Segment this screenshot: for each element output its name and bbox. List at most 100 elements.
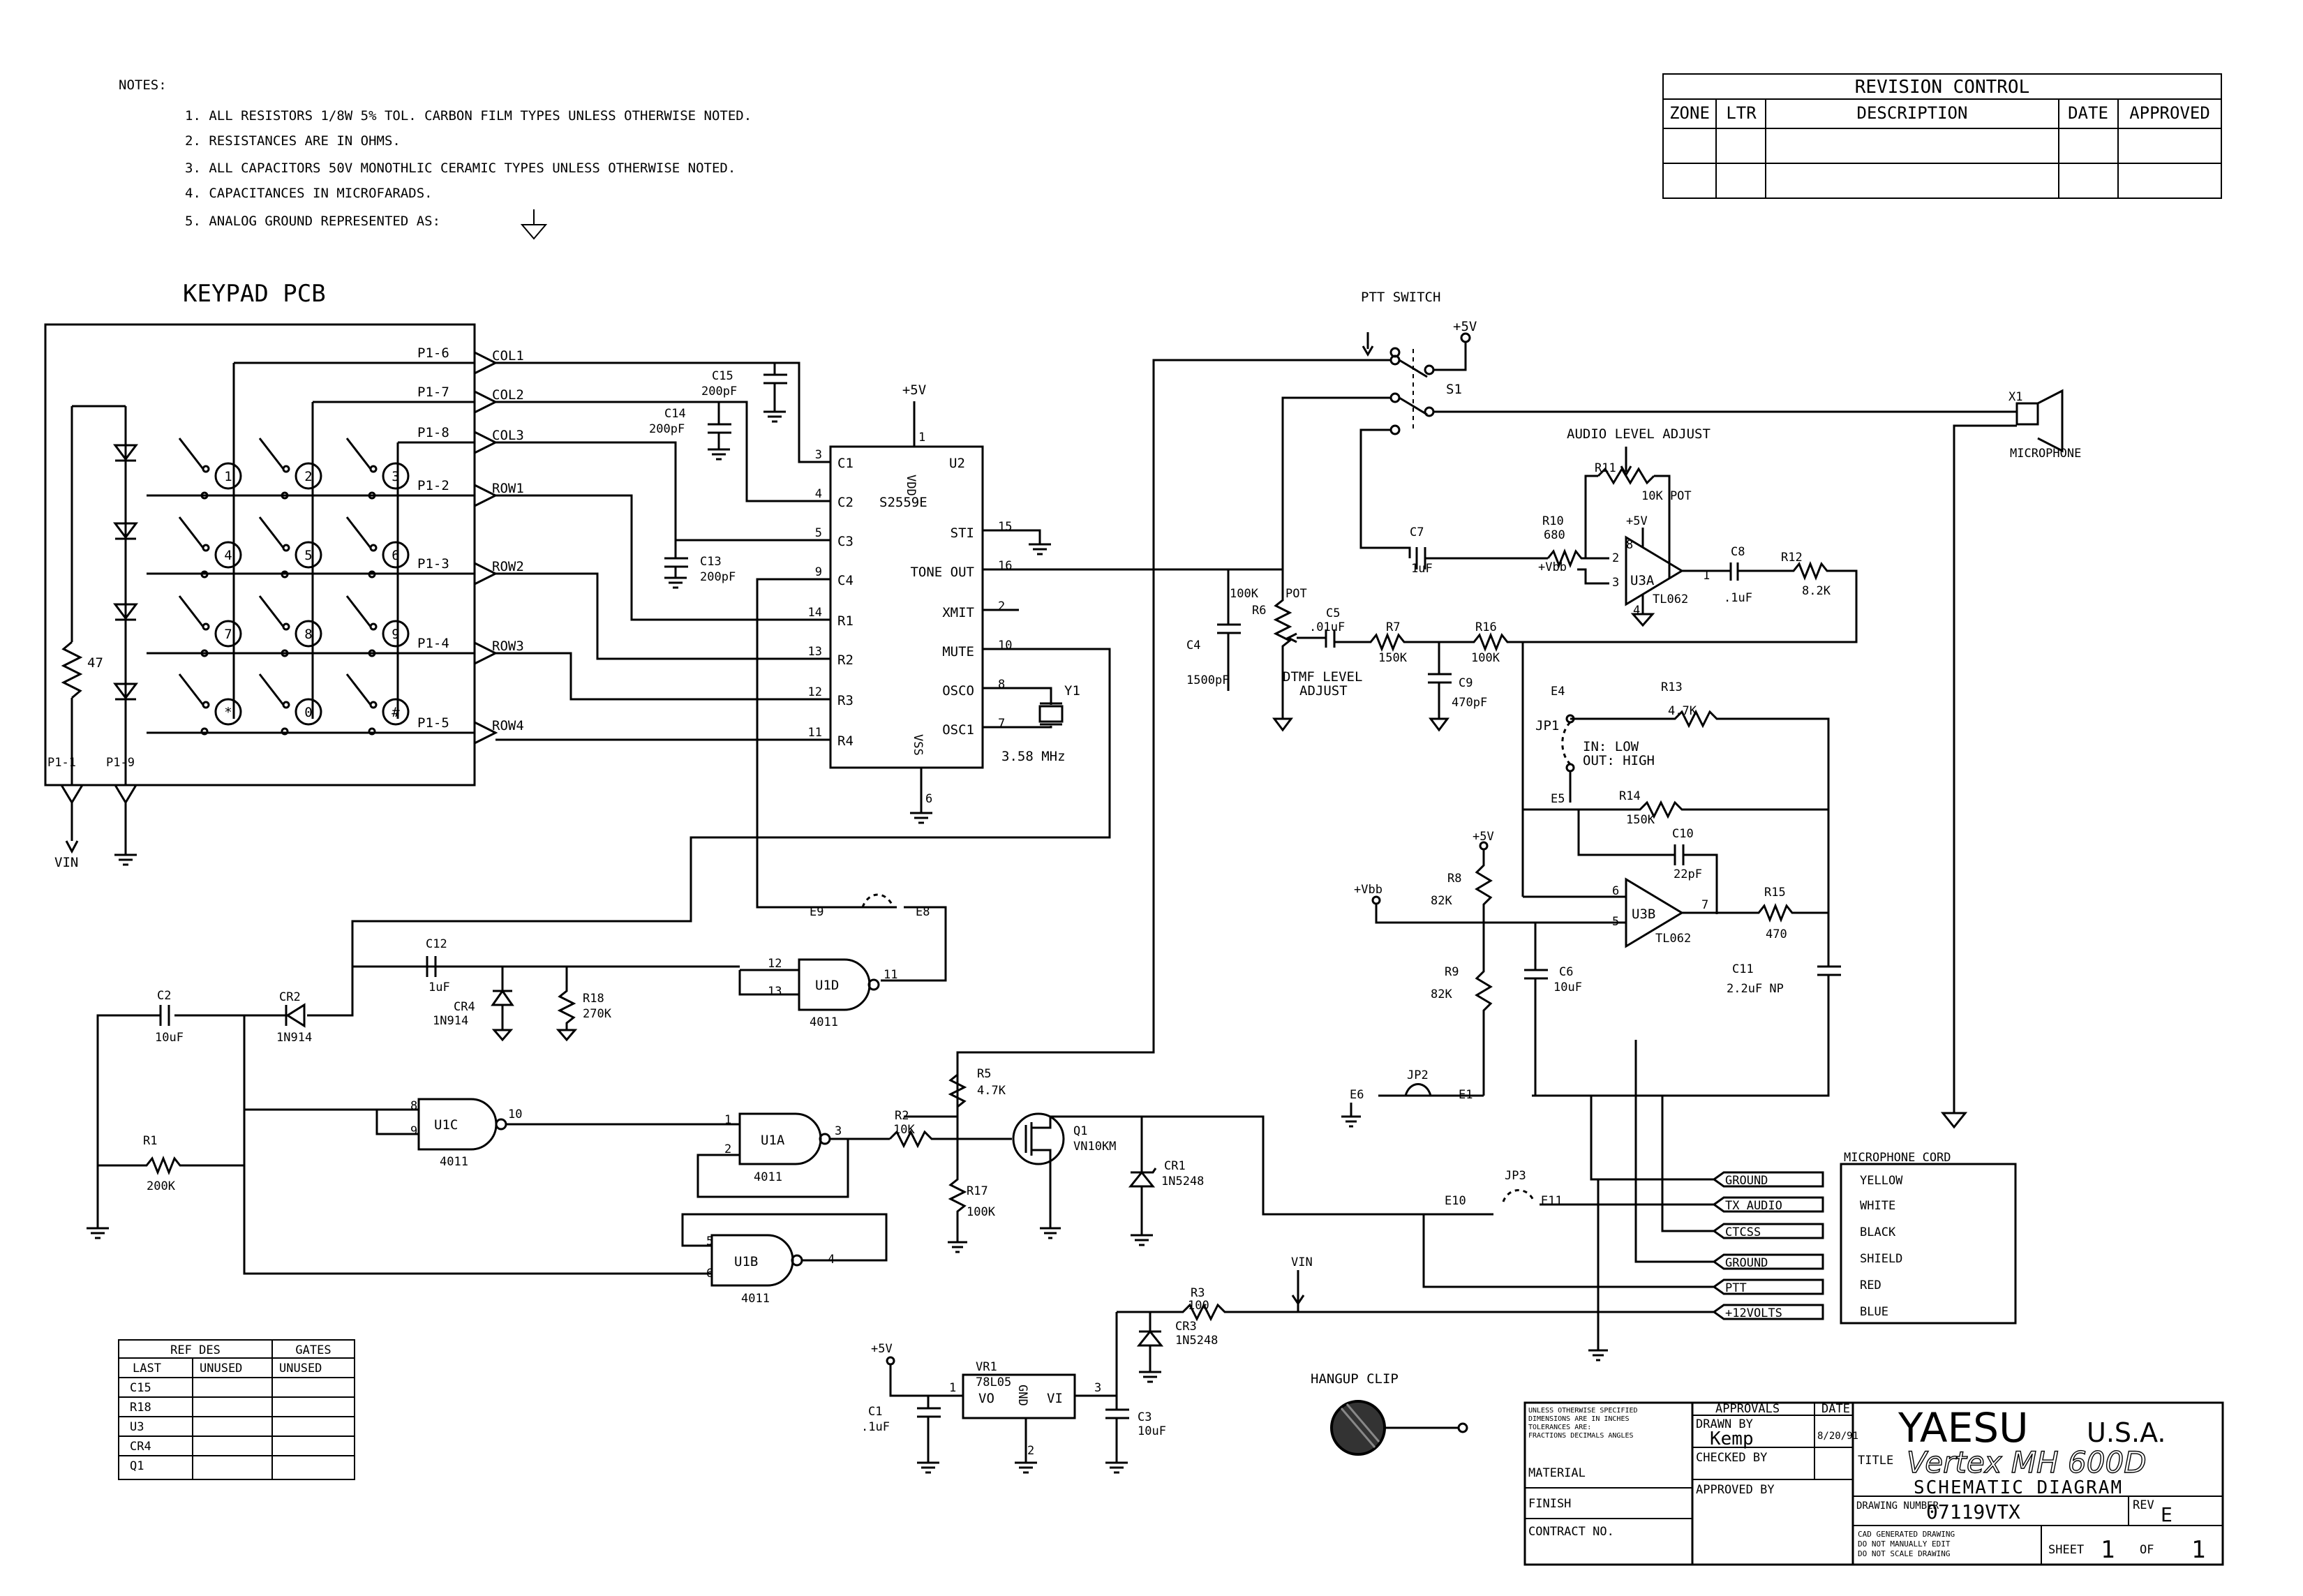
key-5: 5 (304, 548, 312, 563)
u2-osc0: OSCO (942, 683, 974, 699)
tb-finish: FINISH (1528, 1497, 1571, 1511)
tb-approved: APPROVED BY (1696, 1483, 1775, 1497)
c3-value: 10uF (1138, 1424, 1166, 1438)
c7-ref: C7 (1410, 525, 1424, 539)
u2-c2: C2 (837, 495, 854, 510)
c4-ref: C4 (1186, 639, 1200, 652)
tb-rev-label: REV (2133, 1498, 2154, 1512)
jp1-out-high: OUT: HIGH (1583, 753, 1655, 768)
u1c-out: 10 (508, 1107, 522, 1121)
tb-drawing-number: 07119VTX (1926, 1500, 2020, 1523)
tb-company: YAESU (1898, 1404, 2029, 1452)
q1-value: VN10KM (1073, 1140, 1116, 1154)
r14-value: 150K (1626, 813, 1655, 827)
hangup-label: HANGUP CLIP (1311, 1371, 1399, 1387)
r1-ref: R1 (143, 1134, 157, 1148)
r12-ref: R12 (1781, 551, 1803, 565)
u2-s2559e: U2 S2559E +5V 1 VDD 6 VSS 3 C1 4 C2 5 C3… (351, 382, 1228, 963)
c6-ref: C6 (1559, 965, 1573, 979)
revision-title: REVISION CONTROL (1855, 77, 2029, 98)
u2-pin14: 14 (808, 606, 822, 620)
note-4: 4. CAPACITANCES IN MICROFARADS. (185, 186, 433, 201)
u2-vss: VSS (911, 734, 925, 756)
gates-sub-unused: UNUSED (279, 1362, 322, 1375)
cord-signal-ground-2: GROUND (1725, 1256, 1768, 1270)
u3b-part: TL062 (1655, 932, 1691, 946)
r15-ref: R15 (1764, 886, 1786, 900)
net-row2: ROW2 (492, 559, 524, 574)
u2-tone-out: TONE OUT (910, 565, 974, 580)
c2-value: 10uF (155, 1031, 184, 1045)
c3-ref: C3 (1138, 1410, 1152, 1424)
ref-des-table: REF DES GATES LAST UNUSED UNUSED C15 R18… (118, 1339, 355, 1480)
microphone-x1: X1 MICROPHONE (1940, 389, 2081, 1129)
u2-pin6: 6 (925, 792, 932, 806)
tb-checked: CHECKED BY (1696, 1451, 1767, 1465)
ptt-supply: +5V (1453, 319, 1477, 334)
tb-of-no: 1 (2191, 1536, 2205, 1564)
tb-sheet-label: SHEET (2048, 1543, 2084, 1557)
r12-value: 8.2K (1802, 584, 1831, 598)
refdes-row-c15: C15 (130, 1381, 151, 1395)
revision-col-ltr: LTR (1726, 103, 1757, 123)
net-row4: ROW4 (492, 718, 524, 733)
tb-cad-1: CAD GENERATED DRAWING (1858, 1530, 1955, 1539)
u1c-part: 4011 (440, 1155, 468, 1169)
key-1: 1 (224, 469, 232, 484)
c12-ref: C12 (426, 937, 447, 951)
u3b-ref: U3B (1632, 907, 1655, 922)
r9-value: 82K (1431, 987, 1452, 1001)
vr1-pin1: 1 (949, 1381, 956, 1395)
vr1-vo: VO (978, 1391, 994, 1406)
c8-value: .1uF (1724, 591, 1752, 605)
u2-mute: MUTE (942, 644, 974, 659)
power-vin: VIN (1291, 1255, 1313, 1269)
u1d-part: 4011 (810, 1015, 838, 1029)
revision-col-zone: ZONE (1669, 103, 1710, 123)
key-8: 8 (304, 627, 312, 642)
e9-label: E9 (810, 905, 823, 919)
mic-label: MICROPHONE (2010, 447, 2081, 461)
pin-p1-8: P1-8 (417, 425, 449, 440)
r10-ref: R10 (1542, 514, 1564, 528)
title-block: UNLESS OTHERWISE SPECIFIED DIMENSIONS AR… (1523, 1401, 2224, 1566)
c14-value: 200pF (649, 422, 685, 436)
cr2-value: 1N914 (276, 1031, 312, 1045)
net-col2: COL2 (492, 387, 524, 403)
u2-part: S2559E (879, 495, 927, 510)
u3a-part: TL062 (1653, 592, 1688, 606)
cord-signal-ctcss: CTCSS (1725, 1225, 1761, 1239)
cord-signal-ground-1: GROUND (1725, 1174, 1768, 1188)
net-row3: ROW3 (492, 639, 524, 654)
r1-value: 200K (147, 1179, 176, 1193)
pin-p1-6: P1-6 (417, 345, 449, 361)
c9-ref: C9 (1459, 676, 1473, 690)
vin-label-keypad: VIN (54, 855, 78, 870)
c8-ref: C8 (1731, 545, 1745, 559)
cr1-ref: CR1 (1164, 1159, 1186, 1173)
r17-value: 100K (967, 1205, 996, 1219)
u2-pin16: 16 (998, 559, 1012, 573)
c14-ref: C14 (664, 407, 686, 421)
pin-p1-9: P1-9 (106, 756, 135, 770)
cord-signal-tx-audio: TX AUDIO (1725, 1199, 1782, 1213)
tb-drawn-name: Kemp (1710, 1429, 1754, 1449)
r13-value: 4.7K (1668, 704, 1697, 718)
c7-value: 1uF (1411, 562, 1433, 576)
c6-value: 10uF (1553, 980, 1582, 994)
u2-pin8: 8 (998, 678, 1005, 692)
c15-ref: C15 (712, 369, 733, 383)
u1a-part: 4011 (754, 1170, 782, 1184)
c11-value: 2.2uF NP (1727, 982, 1784, 996)
u1a-ref: U1A (761, 1133, 785, 1148)
pin-p1-3: P1-3 (417, 556, 449, 572)
u2-r4: R4 (837, 733, 854, 749)
r6-pot: POT (1285, 587, 1307, 601)
e8-label: E8 (916, 905, 930, 919)
u2-pin11: 11 (808, 726, 822, 740)
r7-ref: R7 (1386, 620, 1400, 634)
u2-r1: R1 (837, 613, 854, 629)
u3a-pin8: 8 (1626, 538, 1633, 552)
